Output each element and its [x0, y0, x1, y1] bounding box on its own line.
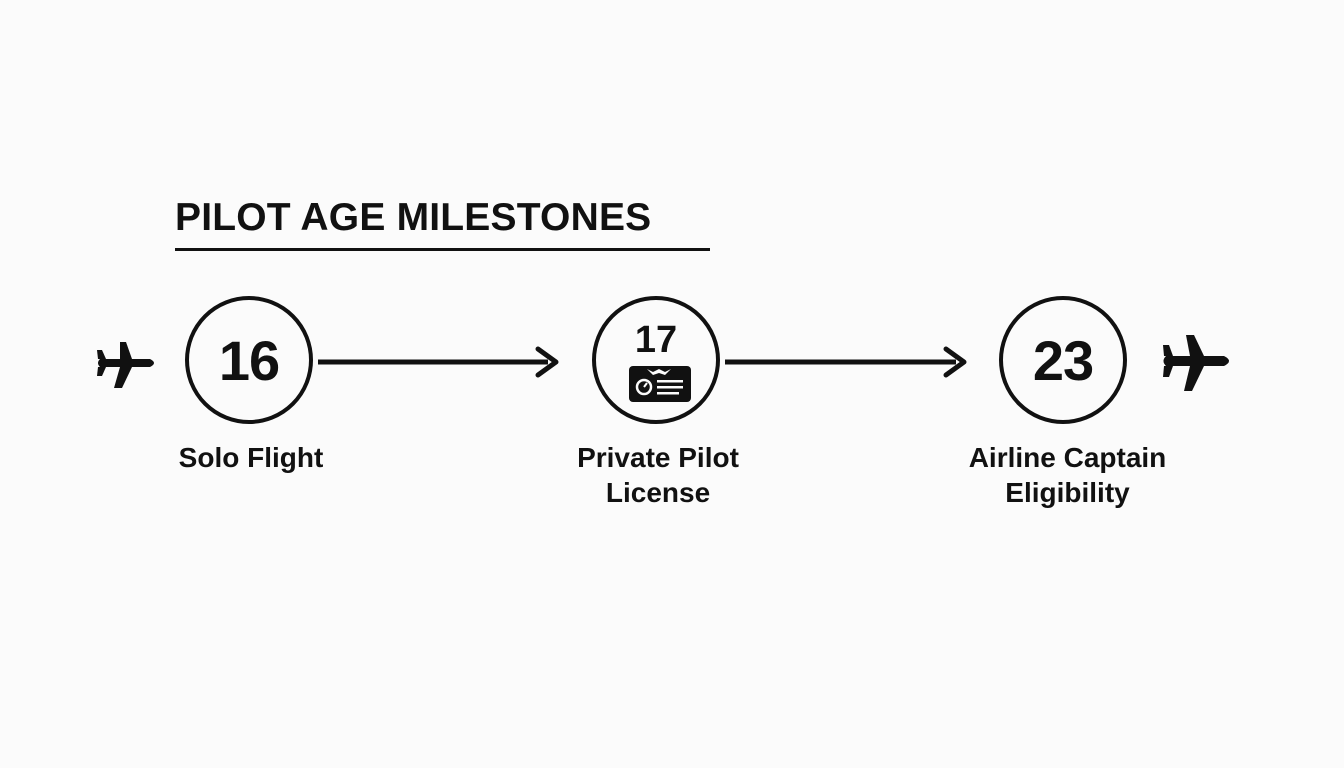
milestone-age: 23: [1032, 329, 1094, 392]
milestone-age: 16: [218, 329, 280, 392]
arrow-16-to-17: [318, 346, 559, 378]
milestone-circle-16: 16: [185, 296, 313, 424]
milestone-age: 17: [634, 319, 678, 361]
title-underline: [175, 248, 710, 251]
license-card-icon: [629, 366, 691, 402]
milestone-label: Private Pilot License: [577, 442, 739, 508]
arrow-17-to-23: [725, 346, 967, 378]
milestone-circle-17: 17: [592, 296, 720, 424]
airplane-icon: [97, 342, 154, 388]
milestone-label: Solo Flight: [178, 442, 324, 473]
milestone-label: Airline Captain Eligibility: [968, 442, 1167, 508]
milestone-circle-23: 23: [999, 296, 1127, 424]
diagram-title: PILOT AGE MILESTONES: [175, 196, 652, 239]
airplane-icon: [1163, 335, 1229, 391]
